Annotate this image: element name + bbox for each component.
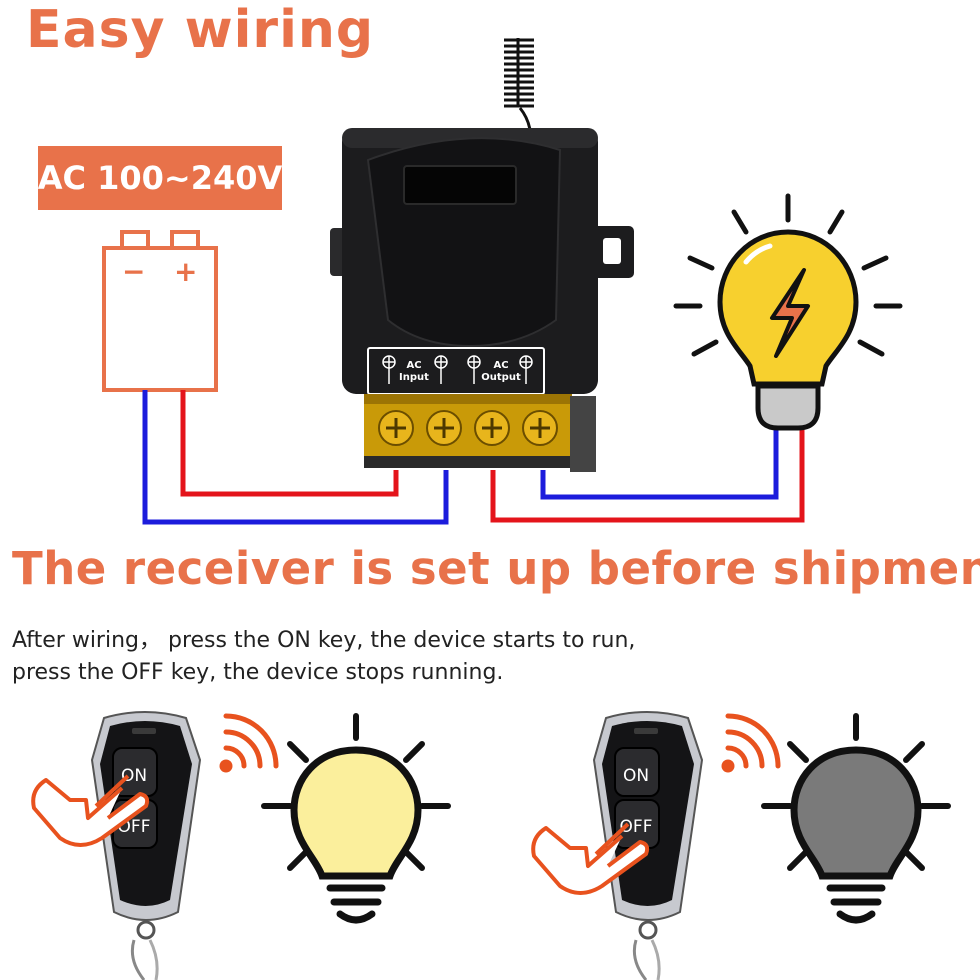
battery-icon: − + [102, 230, 218, 392]
antenna-icon [504, 38, 534, 131]
battery-minus-sign: − [122, 255, 145, 288]
input-neutral-wire [142, 390, 449, 525]
output-neutral-wire [540, 426, 779, 500]
terminal-label-plate [367, 347, 545, 395]
signal-waves-icon [219, 713, 279, 773]
input-label-ac: AC [406, 360, 421, 371]
signal-waves-icon-right [721, 713, 781, 773]
bulb-on-icon [261, 713, 451, 924]
setup-heading: The receiver is set up before shipment [12, 542, 980, 595]
output-label-ac: AC [493, 360, 508, 371]
receiver-module: AC Input AC Output [330, 38, 634, 472]
hand-pointer-icon [31, 774, 150, 847]
remote-right-on-button [614, 747, 660, 797]
output-live-wire [490, 426, 805, 523]
description-line-2: press the OFF key, the device stops runn… [12, 660, 504, 685]
battery-plus-sign: + [174, 255, 197, 288]
remote-left-on-label: ON [121, 766, 147, 786]
indicator-window [403, 165, 517, 205]
hand-pointer-icon-right [531, 822, 650, 895]
output-label: Output [481, 372, 521, 383]
remote-right-off-label: OFF [620, 817, 653, 837]
page-title: Easy wiring [26, 0, 375, 60]
remote-right-on-label: ON [623, 766, 649, 786]
description-line-1: After wiring， press the ON key, the devi… [12, 628, 636, 653]
bulb-off-icon [761, 713, 951, 924]
remote-left: ON OFF [90, 711, 202, 980]
terminal-block [364, 394, 596, 472]
output-wires [490, 426, 805, 523]
voltage-badge: AC 100~240V [38, 146, 282, 210]
input-live-wire [180, 390, 399, 497]
input-wires [142, 390, 449, 525]
bulb-lightning-icon [673, 193, 903, 431]
input-label: Input [399, 372, 429, 383]
